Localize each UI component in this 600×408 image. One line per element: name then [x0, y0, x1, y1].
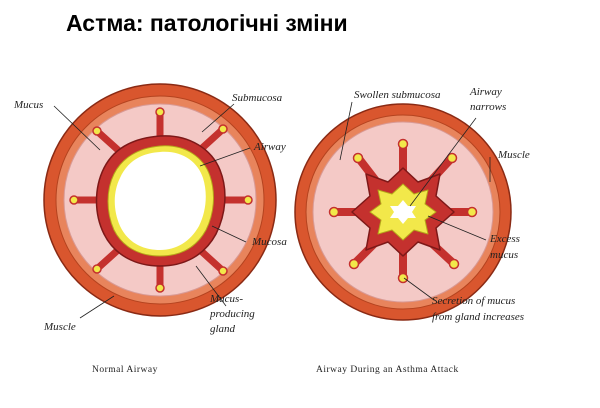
label-submucosa: Submucosa — [232, 92, 283, 104]
asthma-gland-ends — [328, 138, 478, 284]
label-gland-1: Mucus- — [209, 293, 243, 305]
asthma-airway-lumen — [390, 200, 416, 224]
caption-asthma-airway: Airway During an Asthma Attack — [316, 365, 459, 375]
normal-airway-lumen — [114, 151, 206, 250]
label-muscle-asthma: Muscle — [497, 149, 530, 161]
label-excess-mucus-1: Excess — [489, 233, 520, 245]
label-secretion-2: from gland increases — [432, 311, 524, 323]
label-airway-narrows-2: narrows — [470, 101, 506, 113]
label-gland-3: gland — [210, 323, 236, 335]
label-muscle-normal: Muscle — [43, 321, 76, 333]
label-airway: Airway — [253, 141, 286, 153]
slide-title: Астма: патологічні зміни — [66, 10, 348, 36]
normal-gland-ends — [69, 107, 253, 293]
label-swollen-submucosa: Swollen submucosa — [354, 89, 441, 101]
label-gland-2: producing — [209, 308, 255, 320]
normal-glands — [72, 110, 250, 290]
label-secretion-1: Secretion of mucus — [432, 295, 515, 307]
label-excess-mucus-2: mucus — [490, 249, 518, 261]
normal-leader-lines — [53, 103, 251, 319]
label-mucosa: Mucosa — [251, 236, 287, 248]
label-airway-narrows-1: Airway — [469, 86, 502, 98]
label-mucus: Mucus — [13, 99, 43, 111]
normal-airway — [43, 83, 277, 317]
asthma-leader-lines — [339, 101, 491, 301]
caption-normal-airway: Normal Airway — [92, 365, 158, 375]
asthma-airway — [294, 103, 512, 321]
